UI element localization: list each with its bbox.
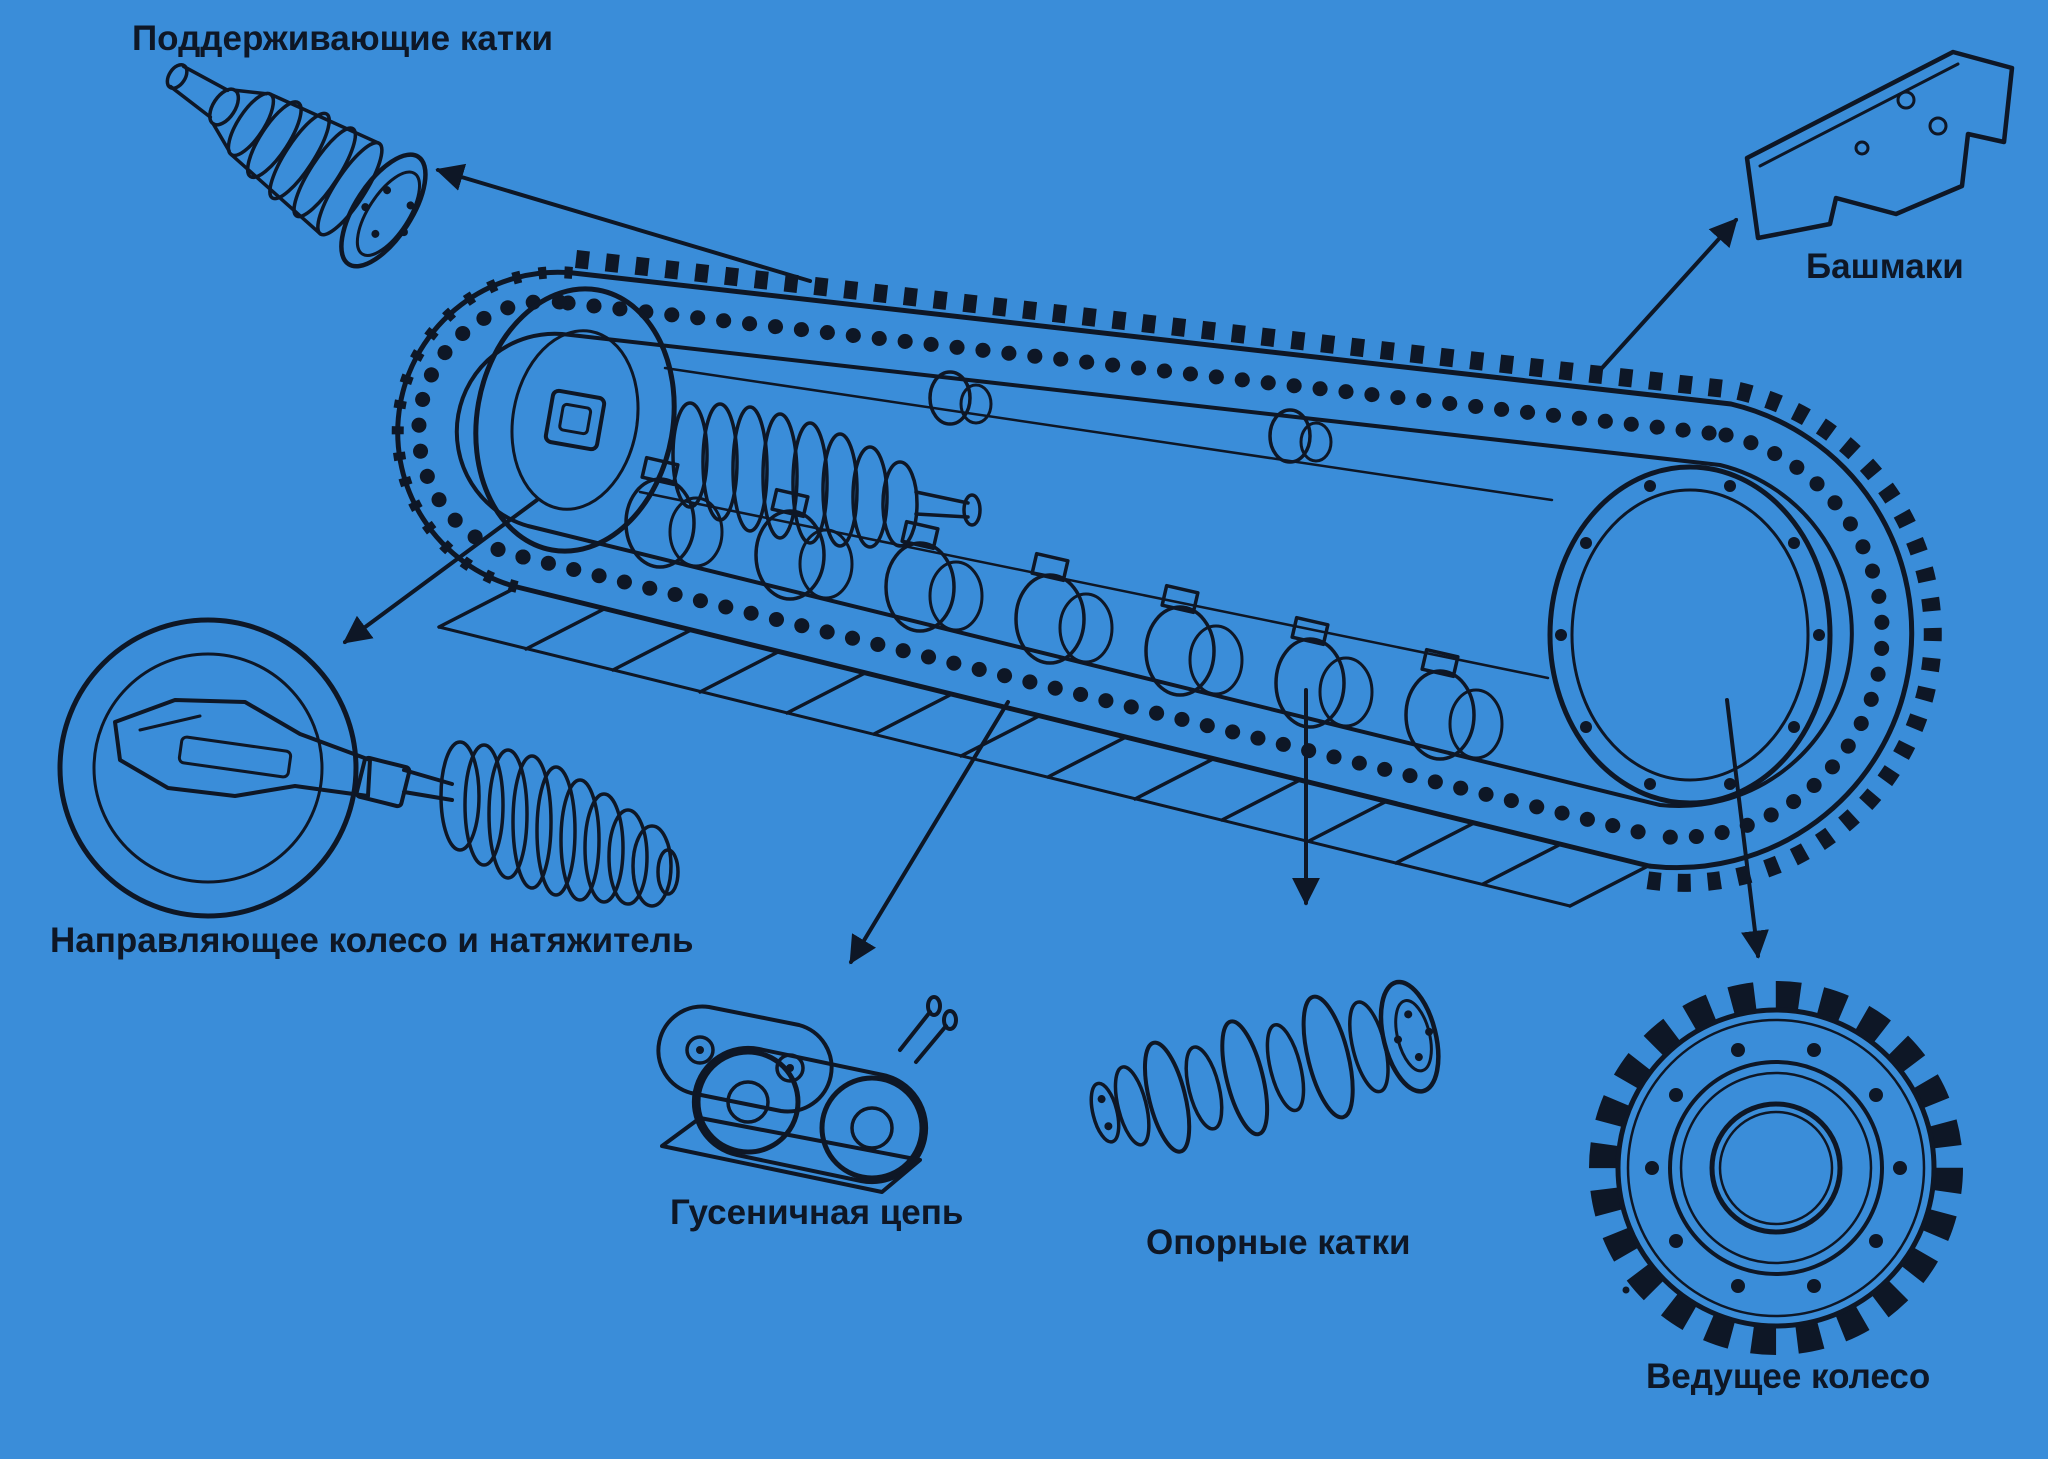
left-end-shoe-segments <box>391 266 574 593</box>
arrow-to-carrier-rollers <box>435 163 812 283</box>
bottom-track-rollers <box>624 455 1504 761</box>
carrier-roller-bolts <box>361 186 415 238</box>
chain-pins-right-arc <box>1647 427 1890 845</box>
label-shoes: Башмаки <box>1806 247 1964 286</box>
callout-arrows <box>342 163 1769 965</box>
chain-pins-top <box>560 295 1734 443</box>
main-track-assembly <box>391 250 1942 908</box>
track-inner-loop <box>454 331 1854 809</box>
track-roller-detail <box>1089 979 1441 1154</box>
label-carrier-rollers: Поддерживающие катки <box>132 19 553 58</box>
carrier-roller-detail <box>165 63 428 269</box>
idler-wheel <box>473 286 677 554</box>
track-roller-bolts <box>1394 1010 1434 1062</box>
sprocket-bolts <box>1645 1043 1907 1293</box>
chain-pins-bottom <box>515 549 1663 844</box>
label-idler-tensioner: Направляющее колесо и натяжитель <box>50 921 694 960</box>
label-track-rollers: Опорные катки <box>1146 1223 1411 1262</box>
top-carrier-rollers <box>928 370 1333 464</box>
sprocket-ring <box>1547 464 1833 806</box>
arrow-to-shoes <box>1600 217 1738 370</box>
chain-pins-left-arc <box>411 293 576 565</box>
arrow-to-drive-wheel <box>1725 698 1769 959</box>
track-outer-loop <box>395 269 1915 871</box>
tensioner-yoke <box>113 698 454 809</box>
drive-sprocket-detail <box>1589 981 1963 1355</box>
tension-spring <box>439 740 680 908</box>
track-shoe-detail <box>1744 49 2015 241</box>
stray-dot <box>1622 1286 1630 1294</box>
arrow-to-chain <box>849 700 1010 965</box>
track-chain-detail <box>656 995 958 1194</box>
sprocket-ring-bolts <box>1555 480 1825 790</box>
tread-plate-lines <box>437 585 1650 908</box>
idler-tensioner-detail <box>57 617 680 919</box>
arrow-to-idler <box>342 498 539 644</box>
grouser-teeth <box>574 250 1942 892</box>
label-drive-wheel: Ведущее колесо <box>1646 1357 1930 1396</box>
recoil-spring <box>671 401 982 549</box>
label-track-chain: Гусеничная цепь <box>670 1193 963 1232</box>
